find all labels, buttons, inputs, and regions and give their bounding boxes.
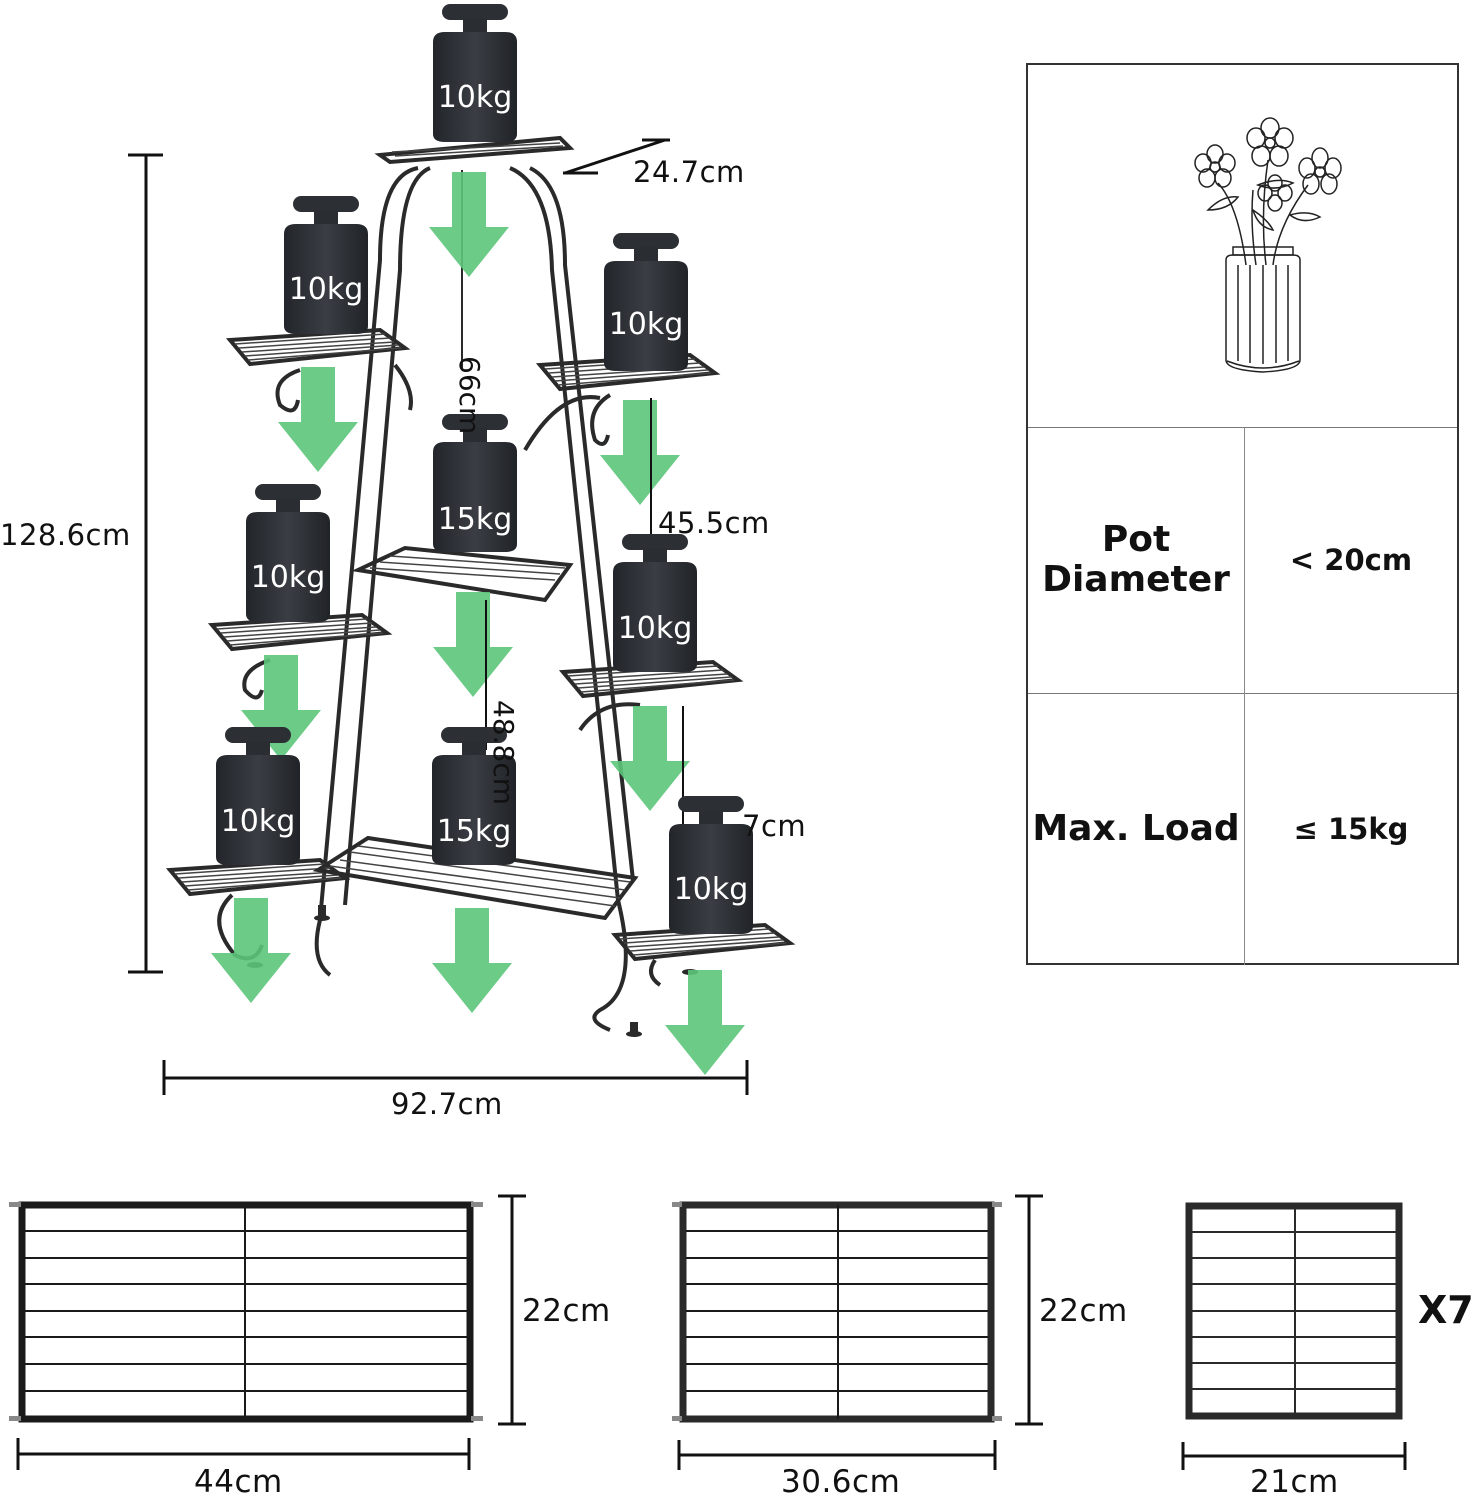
svg-text:10kg: 10kg <box>609 307 684 342</box>
spec-value: < 20cm <box>1289 543 1413 577</box>
svg-text:10kg: 10kg <box>618 611 693 646</box>
medium-shelf-depth-label: 22cm <box>1039 1293 1128 1329</box>
load-arrow-icon <box>211 898 291 1003</box>
spec-key: Max. Load <box>1028 693 1245 965</box>
height-label: 128.6cm <box>0 518 131 552</box>
load-arrow-icon <box>665 970 745 1075</box>
spec-key: Pot Diameter <box>1028 427 1245 693</box>
load-arrow-icon <box>432 908 512 1013</box>
weight-top: 10kg <box>433 4 517 142</box>
right-low-gap-label: 7cm <box>742 809 807 843</box>
shelf-top <box>374 135 575 165</box>
weight-right-middle: 10kg <box>613 534 697 672</box>
weight-center-bottom: 15kg <box>432 727 516 865</box>
load-arrow-icon <box>433 592 513 697</box>
shelf-panel-small <box>1181 1202 1407 1470</box>
shelf-left-upper <box>228 328 407 366</box>
weight-left-middle: 10kg <box>246 484 330 622</box>
flower-vase-icon <box>1194 117 1342 373</box>
svg-text:10kg: 10kg <box>251 560 326 595</box>
medium-shelf-width-label: 30.6cm <box>781 1464 901 1500</box>
svg-text:10kg: 10kg <box>221 804 296 839</box>
spec-row-pot-diameter: Pot Diameter < 20cm <box>1028 427 1457 694</box>
load-arrow-icon <box>278 367 358 472</box>
right-tier-gap-label: 45.5cm <box>658 506 770 540</box>
shelf-center-middle <box>351 545 574 603</box>
weight-left-bottom: 10kg <box>216 727 300 865</box>
small-shelf-width-label: 21cm <box>1250 1464 1339 1500</box>
weight-left-upper: 10kg <box>284 196 368 334</box>
weight-center-middle: 15kg <box>433 414 517 552</box>
weight-right-upper: 10kg <box>604 233 688 371</box>
spec-value: ≤ 15kg <box>1293 812 1409 846</box>
shelf-panels <box>9 1194 1407 1470</box>
shelf-panel-large <box>9 1194 526 1470</box>
width-label: 92.7cm <box>391 1087 503 1121</box>
depth-dimension-line <box>563 138 670 175</box>
svg-text:10kg: 10kg <box>674 872 749 907</box>
spec-table: Pot Diameter < 20cm Max. Load ≤ 15kg <box>1026 63 1459 965</box>
depth-label: 24.7cm <box>633 155 745 189</box>
small-shelf-count-label: X7 <box>1418 1288 1474 1332</box>
large-shelf-width-label: 44cm <box>194 1464 283 1500</box>
width-dimension-line <box>162 1060 749 1095</box>
large-shelf-depth-label: 22cm <box>522 1293 611 1329</box>
height-dimension-line <box>128 153 163 974</box>
middle-height-label: 66cm <box>453 356 486 434</box>
load-arrow-icon <box>429 172 509 277</box>
svg-text:10kg: 10kg <box>289 272 364 307</box>
shelf-center-bottom <box>312 835 639 921</box>
svg-text:15kg: 15kg <box>438 502 513 537</box>
load-arrow-icon <box>600 400 680 505</box>
svg-text:15kg: 15kg <box>437 814 512 849</box>
plant-stand-diagram: 10kg 10kg 10kg 15kg 10kg 10kg 10kg 15kg … <box>128 4 792 1095</box>
lower-gap-label: 48.8cm <box>487 700 520 805</box>
svg-text:10kg: 10kg <box>438 80 513 115</box>
shelf-left-bottom <box>168 858 347 896</box>
spec-image-cell <box>1028 65 1457 428</box>
shelf-panel-medium <box>672 1194 1043 1470</box>
spec-row-max-load: Max. Load ≤ 15kg <box>1028 693 1457 965</box>
weight-right-bottom: 10kg <box>669 796 753 934</box>
